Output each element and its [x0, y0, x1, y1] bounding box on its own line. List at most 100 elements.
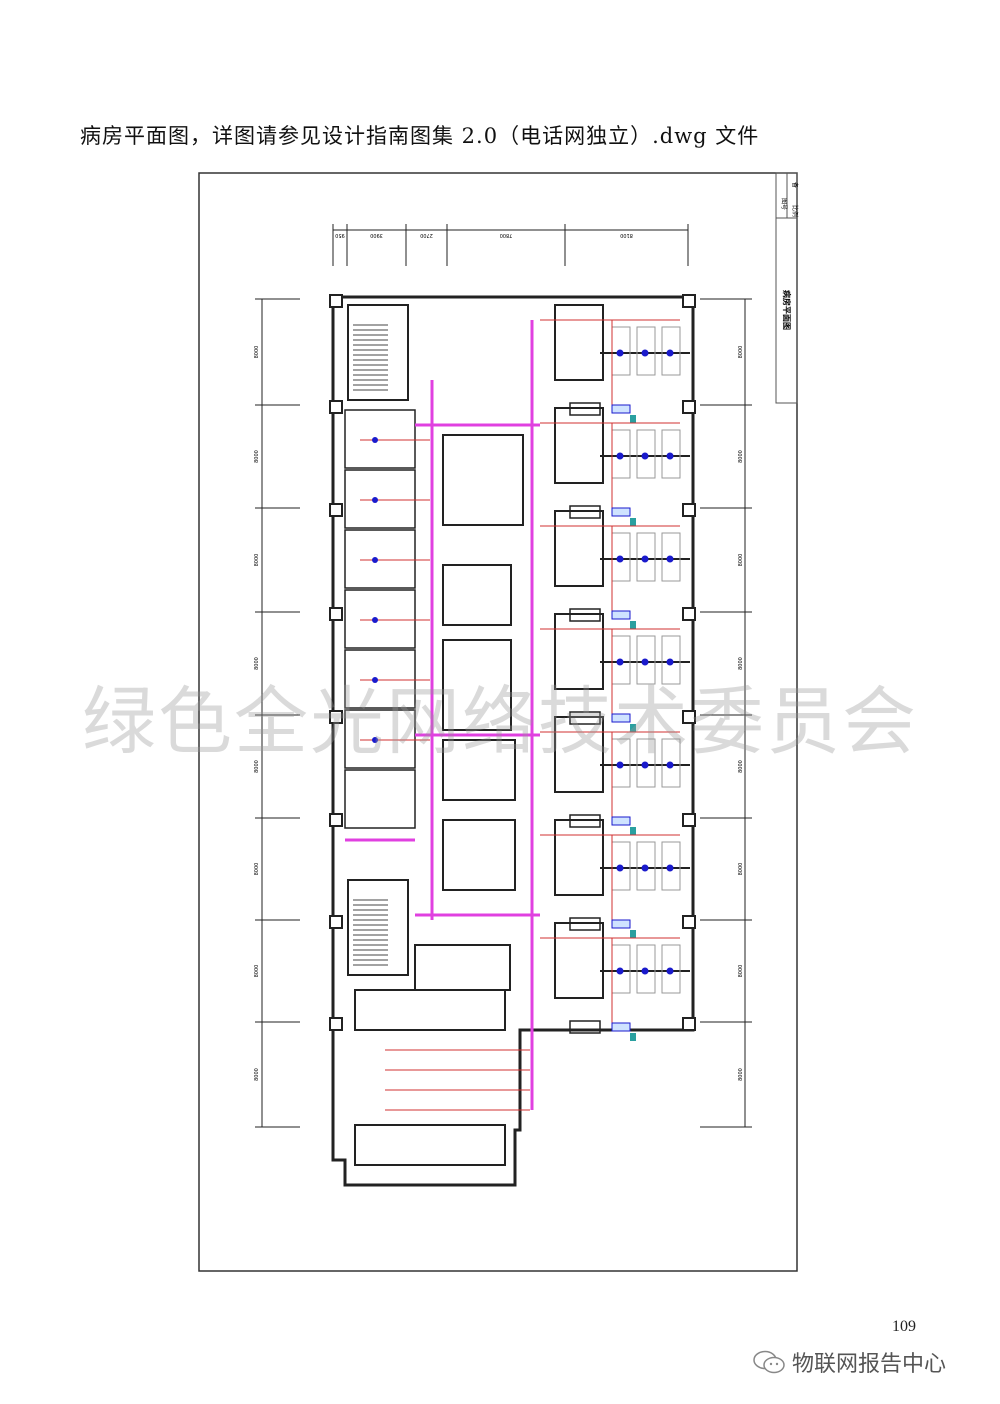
column	[682, 607, 696, 621]
info-outlet	[630, 724, 636, 732]
column	[682, 294, 696, 308]
column	[329, 915, 343, 929]
device-outlet	[372, 737, 378, 743]
dimension-label-left: 8000	[254, 760, 260, 773]
network-box	[611, 404, 631, 414]
hospital-bed	[661, 429, 681, 479]
ward-bathroom	[554, 304, 604, 381]
dimension-label-left: 8000	[254, 657, 260, 670]
device-outlet	[666, 555, 674, 563]
column	[682, 813, 696, 827]
dimension-label-right: 8000	[738, 965, 744, 978]
network-box	[611, 816, 631, 826]
sheet-border	[198, 172, 798, 1272]
ward-bathroom	[554, 922, 604, 999]
info-outlet	[630, 1033, 636, 1041]
network-box	[611, 610, 631, 620]
column	[329, 503, 343, 517]
device-outlet	[616, 967, 624, 975]
device-outlet	[641, 864, 649, 872]
core-room	[442, 564, 512, 626]
dimension-label: 8100	[620, 232, 633, 238]
hospital-bed	[636, 635, 656, 685]
hospital-bed	[636, 841, 656, 891]
hospital-bed	[636, 532, 656, 582]
hospital-bed	[661, 326, 681, 376]
dimension-label-right: 8000	[738, 450, 744, 463]
footer-brand: 物联网报告中心	[752, 1346, 946, 1378]
dimension-label: 2700	[420, 232, 433, 238]
core-room	[414, 944, 511, 991]
device-outlet	[666, 658, 674, 666]
building-outline	[331, 295, 695, 1187]
device-outlet	[641, 761, 649, 769]
dimension-label-right: 8000	[738, 863, 744, 876]
device-outlet	[372, 677, 378, 683]
dimension-label-left: 8000	[254, 346, 260, 359]
device-outlet	[641, 452, 649, 460]
column	[682, 1017, 696, 1031]
hospital-bed	[636, 944, 656, 994]
ward-bathroom	[554, 407, 604, 484]
dimension-label: 3900	[370, 232, 383, 238]
dimension-label-left: 8000	[254, 1068, 260, 1081]
device-outlet	[616, 555, 624, 563]
network-box	[611, 1022, 631, 1032]
device-outlet	[616, 658, 624, 666]
title-block-label: 比例	[791, 205, 799, 217]
hospital-bed	[661, 944, 681, 994]
page-number: 109	[892, 1318, 916, 1335]
core-room	[354, 989, 506, 1031]
drawing-name: 病房平面图	[782, 290, 792, 330]
dimension-label-left: 8000	[254, 450, 260, 463]
core-room	[442, 434, 524, 526]
hospital-bed	[636, 429, 656, 479]
left-room	[344, 589, 416, 649]
title-block-label: 备	[791, 182, 799, 188]
page-caption: 病房平面图，详图请参见设计指南图集 2.0（电话网独立）.dwg 文件	[80, 124, 760, 148]
device-outlet	[372, 617, 378, 623]
dimension-label-right: 8000	[738, 346, 744, 359]
left-room	[344, 469, 416, 529]
ward-bathroom	[554, 613, 604, 690]
device-outlet	[372, 557, 378, 563]
info-outlet	[630, 930, 636, 938]
info-outlet	[630, 827, 636, 835]
column	[329, 813, 343, 827]
device-outlet	[641, 658, 649, 666]
dimension-label-right: 8000	[738, 657, 744, 670]
hospital-bed	[661, 738, 681, 788]
device-outlet	[616, 761, 624, 769]
network-box	[611, 713, 631, 723]
device-outlet	[372, 497, 378, 503]
device-outlet	[641, 555, 649, 563]
device-outlet	[666, 452, 674, 460]
core-room	[354, 1124, 506, 1166]
device-outlet	[641, 349, 649, 357]
dimension-label: 7800	[500, 232, 513, 238]
hospital-bed	[661, 532, 681, 582]
dimension-label: 950	[335, 232, 345, 238]
watermark: 绿色全光网络技术委员会	[82, 679, 918, 765]
core-room	[442, 739, 516, 801]
hospital-bed	[636, 326, 656, 376]
column	[329, 294, 343, 308]
title-block-label: 图号	[780, 198, 787, 210]
device-outlet	[616, 349, 624, 357]
ward-bathroom	[554, 819, 604, 896]
dimension-label-right: 8000	[738, 554, 744, 567]
stairwell	[347, 879, 409, 976]
footer-brand-text: 物联网报告中心	[792, 1352, 947, 1377]
dimension-label-left: 8000	[254, 554, 260, 567]
column	[329, 710, 343, 724]
stairwell	[347, 304, 409, 401]
dimension-label-right: 8000	[738, 760, 744, 773]
column	[329, 1017, 343, 1031]
info-outlet	[630, 518, 636, 526]
column	[329, 607, 343, 621]
device-outlet	[666, 967, 674, 975]
dimension-label-left: 8000	[254, 863, 260, 876]
column	[682, 710, 696, 724]
device-outlet	[616, 864, 624, 872]
